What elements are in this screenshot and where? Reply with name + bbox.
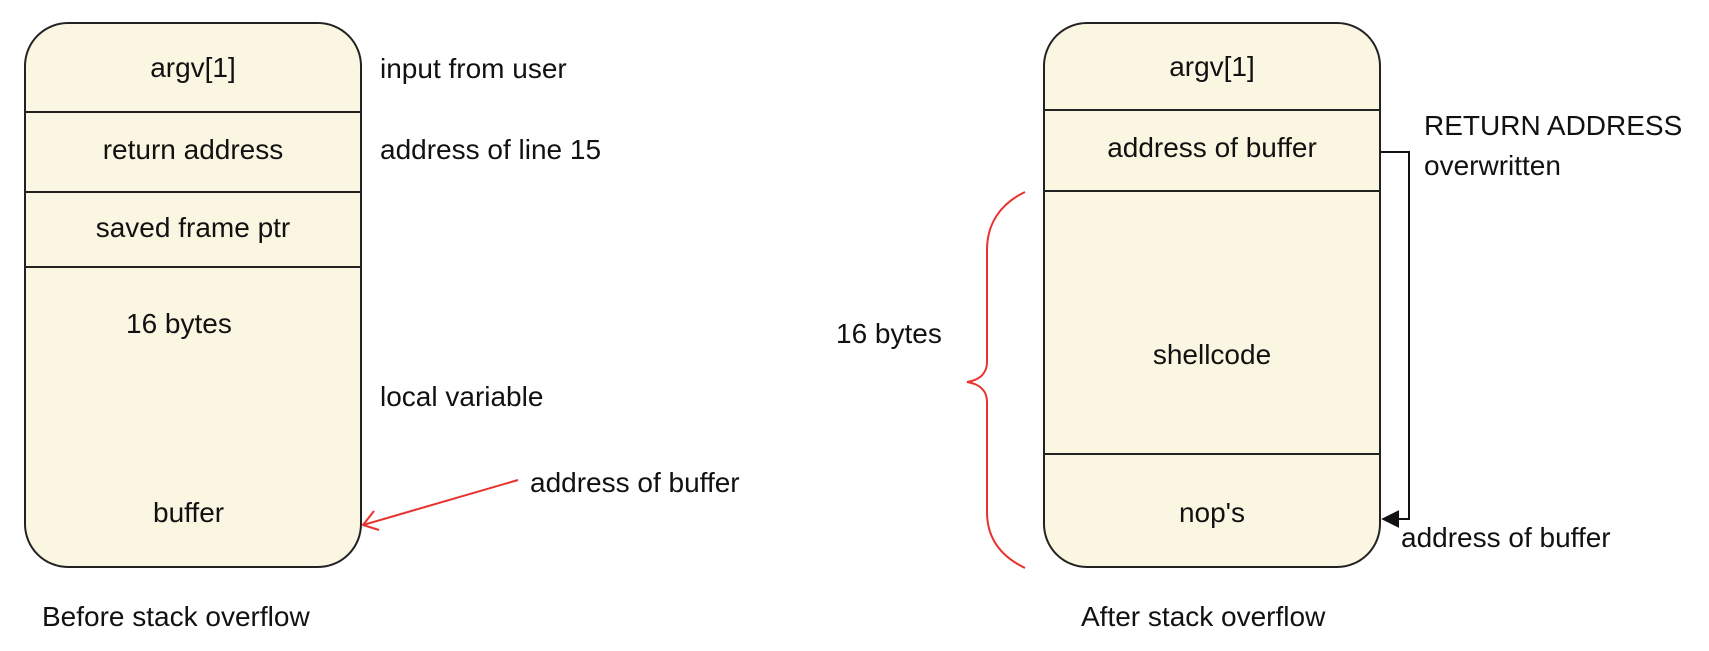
local-variable-note: local variable	[380, 381, 544, 412]
after-caption: After stack overflow	[1081, 601, 1326, 632]
sixteen-bytes-brace	[966, 191, 1026, 569]
before-caption: Before stack overflow	[42, 601, 310, 632]
after-cell-shellcode: shellcode	[1045, 192, 1379, 455]
after-16-bytes-note: 16 bytes	[836, 318, 942, 349]
before-return-address-label: return address	[102, 134, 284, 165]
after-cell-argv: argv[1]	[1045, 24, 1379, 111]
after-shellcode-label: shellcode	[1152, 339, 1272, 370]
before-cell-buffer: 16 bytes buffer	[26, 268, 360, 566]
buffer-pointer-arrow-head	[361, 510, 380, 531]
before-buffer-size-label: 16 bytes	[126, 308, 232, 339]
input-from-user-note: input from user	[380, 53, 567, 84]
buffer-pointer-arrow-shaft	[362, 479, 519, 526]
after-stack: argv[1] address of buffer shellcode nop'…	[1043, 22, 1381, 568]
return-jump-arrow	[1381, 151, 1410, 528]
jump-target-note: address of buffer	[1401, 522, 1611, 553]
return-address-overwritten-line1: RETURN ADDRESS	[1424, 110, 1683, 141]
after-argv-label: argv[1]	[1169, 51, 1255, 82]
before-cell-argv: argv[1]	[26, 24, 360, 113]
before-buffer-label: buffer	[153, 497, 225, 528]
after-cell-nops: nop's	[1045, 455, 1379, 566]
before-argv-label: argv[1]	[150, 52, 236, 83]
after-nops-label: nop's	[1178, 497, 1246, 528]
return-address-overwritten-line2: overwritten	[1424, 150, 1561, 181]
after-cell-address-of-buffer: address of buffer	[1045, 111, 1379, 192]
after-address-of-buffer-label: address of buffer	[1107, 132, 1317, 163]
before-stack: argv[1] return address saved frame ptr 1…	[24, 22, 362, 568]
before-saved-frame-ptr-label: saved frame ptr	[95, 212, 291, 243]
buffer-pointer-note: address of buffer	[530, 467, 740, 498]
address-of-line-note: address of line 15	[380, 134, 602, 165]
before-cell-saved-frame-ptr: saved frame ptr	[26, 193, 360, 268]
before-cell-return-address: return address	[26, 113, 360, 193]
